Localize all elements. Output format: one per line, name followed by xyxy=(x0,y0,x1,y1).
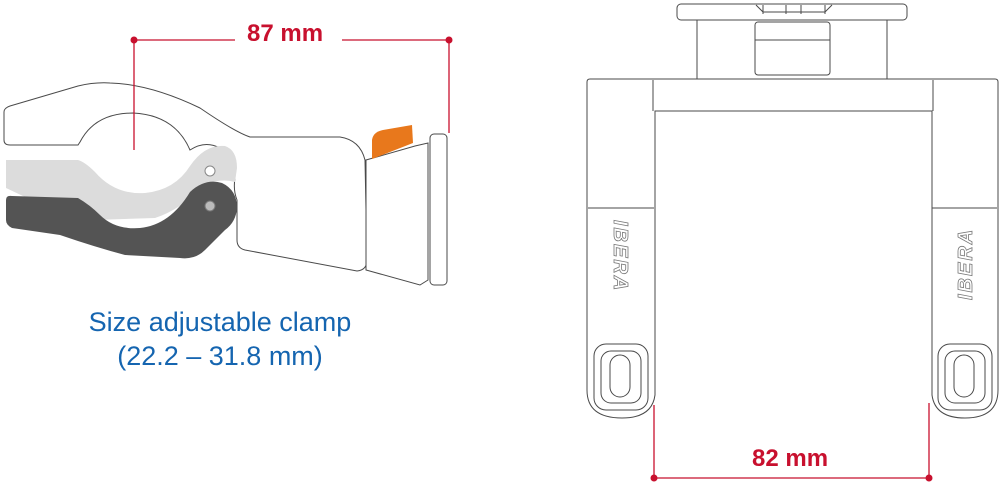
clamp-rear xyxy=(365,142,429,286)
clamp-end-cap xyxy=(429,133,448,286)
caption-line-2: (22.2 – 31.8 mm) xyxy=(117,341,323,371)
pivot-dark xyxy=(204,200,216,212)
clamp-body xyxy=(3,82,368,272)
dimension-87mm xyxy=(130,36,453,150)
dimension-label-87mm: 87 mm xyxy=(247,20,324,47)
left-slot xyxy=(593,343,649,411)
brand-logo-left: IBERA xyxy=(609,220,631,292)
plate-notch xyxy=(755,4,833,13)
pivot-light xyxy=(204,165,216,177)
dimension-label-82mm: 82 mm xyxy=(752,445,829,472)
bracket-frame xyxy=(586,78,999,419)
release-tab xyxy=(372,125,413,159)
clamp-side-view xyxy=(3,82,448,286)
clamp-size-caption: Size adjustable clamp (22.2 – 31.8 mm) xyxy=(60,305,380,373)
front-view xyxy=(586,3,999,419)
neck-block xyxy=(754,21,831,76)
right-slot xyxy=(937,343,993,411)
caption-line-1: Size adjustable clamp xyxy=(88,307,352,337)
lever-dark xyxy=(6,181,237,259)
dimension-82mm xyxy=(650,403,933,482)
brand-logo-right: IBERA xyxy=(955,228,977,300)
